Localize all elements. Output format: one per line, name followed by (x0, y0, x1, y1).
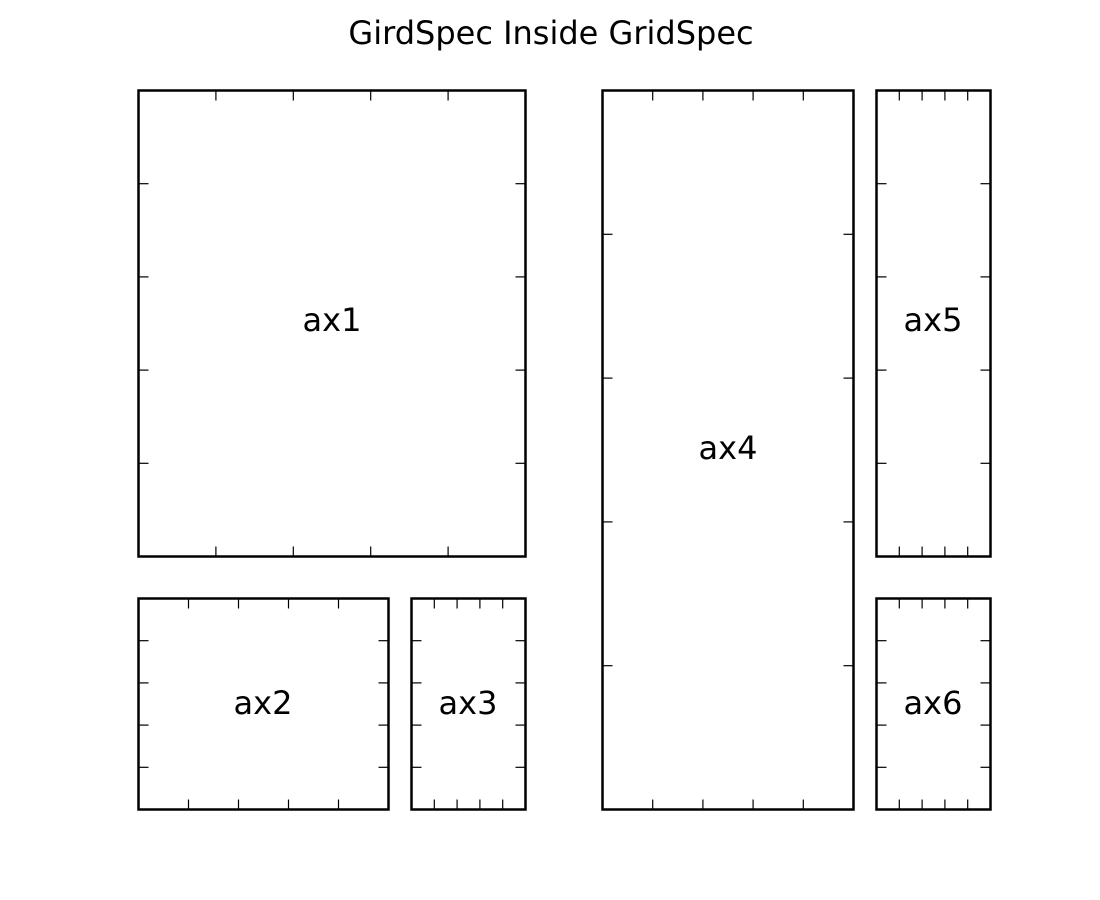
ax6-frame (875, 597, 992, 811)
ax1-label: ax1 (303, 301, 362, 339)
ax5-frame (875, 89, 992, 558)
ax4-label: ax4 (699, 429, 758, 467)
ax1-ticks (138, 90, 526, 557)
figure-title: GirdSpec Inside GridSpec (348, 14, 753, 52)
ax3-ticks (411, 598, 526, 810)
ax6-label: ax6 (904, 684, 963, 722)
axes-ax1: ax1 (137, 89, 527, 558)
axes-ax5: ax5 (875, 89, 992, 558)
ax6-ticks (876, 598, 991, 810)
ax5-ticks (876, 90, 991, 557)
ax5-label: ax5 (904, 301, 963, 339)
axes-ax3: ax3 (410, 597, 527, 811)
axes-ax6: ax6 (875, 597, 992, 811)
ax2-ticks (138, 598, 389, 810)
ax3-label: ax3 (439, 684, 498, 722)
ax4-frame (601, 89, 855, 811)
axes-ax4: ax4 (601, 89, 855, 811)
ax2-frame (137, 597, 390, 811)
ax3-frame (410, 597, 527, 811)
axes-ax2: ax2 (137, 597, 390, 811)
ax2-label: ax2 (234, 684, 293, 722)
ax1-frame (137, 89, 527, 558)
ax4-ticks (602, 90, 854, 810)
